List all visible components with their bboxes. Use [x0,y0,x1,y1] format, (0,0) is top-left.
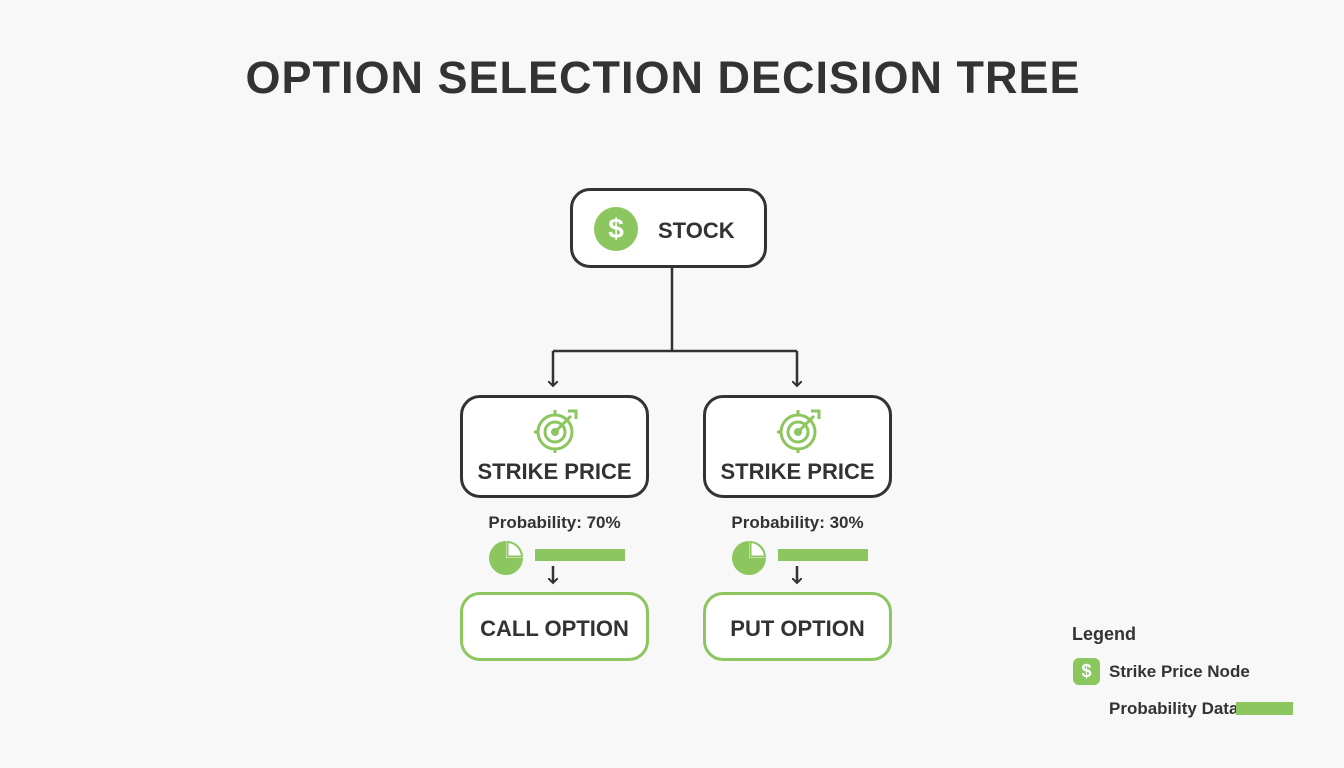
target-icon [534,409,578,453]
strike-price-label: STRIKE PRICE [720,459,875,484]
call-option-node[interactable]: CALL OPTION [460,592,649,661]
probability-label-right: Probability: 30% [731,513,864,532]
target-icon [777,409,821,453]
call-option-label: CALL OPTION [480,616,629,641]
diagram-title: OPTION SELECTION DECISION TREE [245,52,1081,103]
strike-price-label: STRIKE PRICE [477,459,632,484]
strike-price-node-left[interactable]: STRIKE PRICE [460,395,649,498]
root-node-label: STOCK [658,218,735,243]
probability-bar-swatch [1236,702,1293,715]
probability-label-left: Probability: 70% [488,513,621,532]
legend-title: Legend [1072,624,1137,644]
put-option-label: PUT OPTION [730,616,865,641]
pie-chart-icon [489,541,523,575]
dollar-icon: $ [594,207,638,251]
pie-chart-icon [732,541,766,575]
strike-price-node-right[interactable]: STRIKE PRICE [703,395,892,498]
legend-item-probability-data: Probability Data [1109,699,1239,718]
probability-bar-left [535,549,625,561]
probability-bar-right [778,549,868,561]
put-option-node[interactable]: PUT OPTION [703,592,892,661]
dollar-icon: $ [1073,658,1100,685]
legend-item-strike-price-node: Strike Price Node [1109,662,1250,681]
root-node-stock[interactable]: $ STOCK [570,188,767,268]
legend: Legend $ Strike Price Node Probability D… [1070,622,1310,732]
